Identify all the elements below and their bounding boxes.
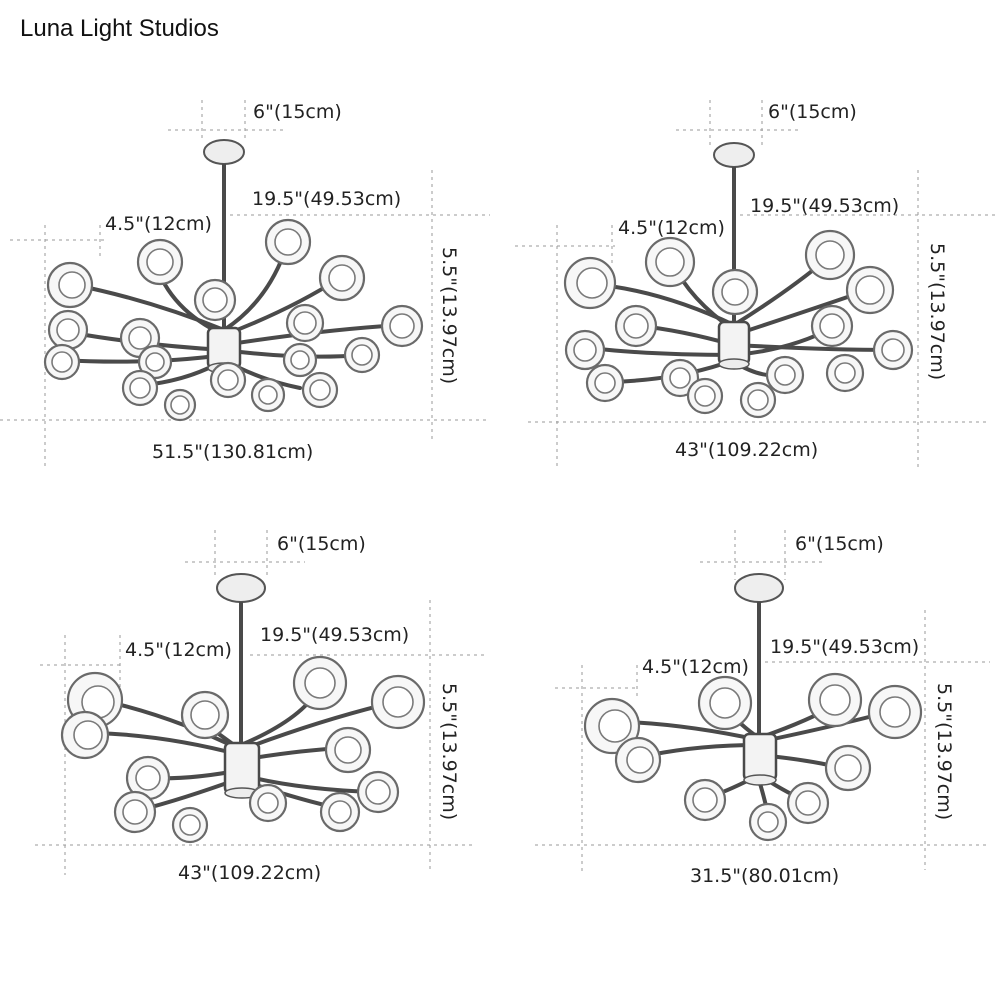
body-height-label: 5.5"(13.97cm) [438,247,460,384]
center-hub [223,741,261,795]
drop-length-label: 19.5"(49.53cm) [252,188,401,210]
globe [43,343,81,381]
center-hub [717,320,751,366]
globe [180,690,230,740]
glass-globes [563,229,914,419]
globe [786,781,830,825]
brand-label: Luna Light Studios [0,0,239,58]
globe [248,783,288,823]
globe [171,806,209,844]
globe [137,344,173,380]
globe [711,268,759,316]
globe [136,238,184,286]
globe [660,358,700,398]
ceiling-canopy [713,142,755,168]
globe [765,355,805,395]
globe [318,254,366,302]
globe [193,278,237,322]
ceiling-canopy [203,139,245,165]
overall-width-label: 31.5"(80.01cm) [690,865,839,887]
globe [163,388,197,422]
globe [250,377,286,413]
globe [285,303,325,343]
drop-length-label: 19.5"(49.53cm) [750,195,899,217]
globe [614,304,658,348]
globe [583,697,641,755]
globe [614,736,662,784]
drop-length-label: 19.5"(49.53cm) [260,624,409,646]
globe [825,353,865,393]
overall-width-label: 43"(109.22cm) [178,862,321,884]
globe [748,802,788,842]
dimension-guides [0,100,490,470]
globe [697,675,753,731]
globe [867,684,923,740]
overall-width-label: 43"(109.22cm) [675,439,818,461]
globe-diameter-label: 4.5"(12cm) [105,213,212,235]
globe [872,329,914,371]
globe [824,744,872,792]
globe-diameter-label: 4.5"(12cm) [125,639,232,661]
globe [370,674,426,730]
canopy-width-label: 6"(15cm) [795,533,884,555]
variant-large-18: 6"(15cm) 19.5"(49.53cm) 4.5"(12cm) 5.5"(… [0,100,490,470]
globe [113,790,157,834]
glass-globes [43,218,424,422]
drop-length-label: 19.5"(49.53cm) [770,636,919,658]
globe [644,236,696,288]
globe [810,304,854,348]
globe [845,265,895,315]
glass-globes [583,672,923,842]
canopy-width-label: 6"(15cm) [253,101,342,123]
variant-medium-12: 6"(15cm) 19.5"(49.53cm) 4.5"(12cm) 5.5"(… [35,530,485,884]
canopy-width-label: 6"(15cm) [277,533,366,555]
variant-medium-15: 6"(15cm) 19.5"(49.53cm) 4.5"(12cm) 5.5"(… [515,100,995,470]
center-hub [206,326,242,370]
globe [125,755,171,801]
glass-globes [60,655,426,844]
chandelier-drawing [60,573,426,844]
globe [739,381,777,419]
canopy-width-label: 6"(15cm) [768,101,857,123]
globe [807,672,863,728]
globe-diameter-label: 4.5"(12cm) [642,656,749,678]
globe [264,218,312,266]
ceiling-canopy [216,573,266,603]
chandelier-drawing [563,142,914,419]
dimension-guides [35,530,485,875]
globe [804,229,856,281]
globe [380,304,424,348]
globe [292,655,348,711]
dimension-guides [535,530,990,875]
globe [60,710,110,760]
globe [585,363,625,403]
globe [683,778,727,822]
dimension-guides [515,100,995,470]
globe-diameter-label: 4.5"(12cm) [618,217,725,239]
chandelier-drawing [583,573,923,842]
body-height-label: 5.5"(13.97cm) [438,683,460,820]
globe [686,377,724,415]
globe [319,791,361,833]
globe [301,371,339,409]
globe [356,770,400,814]
body-height-label: 5.5"(13.97cm) [933,683,955,820]
globe [209,361,247,399]
overall-width-label: 51.5"(130.81cm) [152,441,313,463]
globe [324,726,372,774]
globe [343,336,381,374]
globe [564,329,606,371]
center-hub [742,732,778,782]
globe [121,369,159,407]
globe [47,309,89,351]
globe [563,256,617,310]
globe [46,261,94,309]
chandelier-drawing [43,139,424,422]
body-height-label: 5.5"(13.97cm) [926,243,948,380]
globe [282,342,318,378]
variant-small-9: 6"(15cm) 19.5"(49.53cm) 4.5"(12cm) 5.5"(… [535,530,990,887]
ceiling-canopy [734,573,784,603]
